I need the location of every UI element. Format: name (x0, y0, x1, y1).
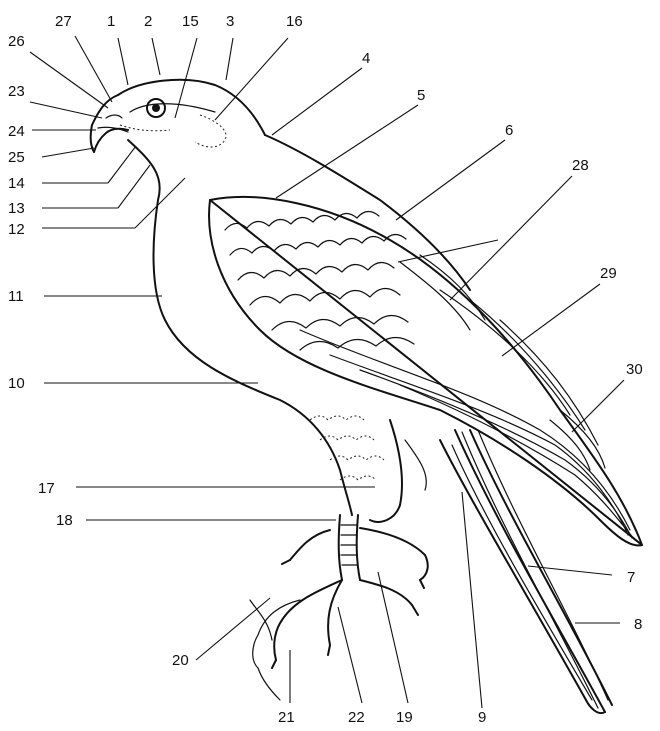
label-19: 19 (396, 709, 413, 726)
label-25: 25 (8, 149, 25, 166)
label-27: 27 (55, 13, 72, 30)
label-18: 18 (56, 512, 73, 529)
label-11: 11 (8, 288, 24, 305)
head (91, 80, 265, 152)
label-5: 5 (417, 87, 425, 104)
label-23: 23 (8, 83, 25, 100)
label-29: 29 (600, 265, 617, 282)
label-13: 13 (8, 200, 25, 217)
label-22: 22 (348, 709, 365, 726)
label-8: 8 (634, 616, 642, 633)
label-3: 3 (226, 13, 234, 30)
body-outline (128, 135, 470, 522)
label-6: 6 (505, 122, 513, 139)
label-2: 2 (144, 13, 152, 30)
label-24: 24 (8, 123, 25, 140)
label-20: 20 (172, 652, 189, 669)
label-9: 9 (478, 709, 486, 726)
label-30: 30 (626, 361, 643, 378)
label-16: 16 (286, 13, 303, 30)
bird-illustration (91, 80, 642, 713)
label-12: 12 (8, 221, 25, 238)
label-28: 28 (572, 157, 589, 174)
folded-wing (209, 197, 642, 545)
label-1: 1 (107, 13, 115, 30)
label-7: 7 (627, 569, 635, 586)
label-10: 10 (8, 375, 25, 392)
label-4: 4 (362, 50, 370, 67)
label-21: 21 (278, 709, 295, 726)
label-15: 15 (182, 13, 199, 30)
label-26: 26 (8, 33, 25, 50)
label-17: 17 (38, 480, 55, 497)
label-14: 14 (8, 175, 25, 192)
